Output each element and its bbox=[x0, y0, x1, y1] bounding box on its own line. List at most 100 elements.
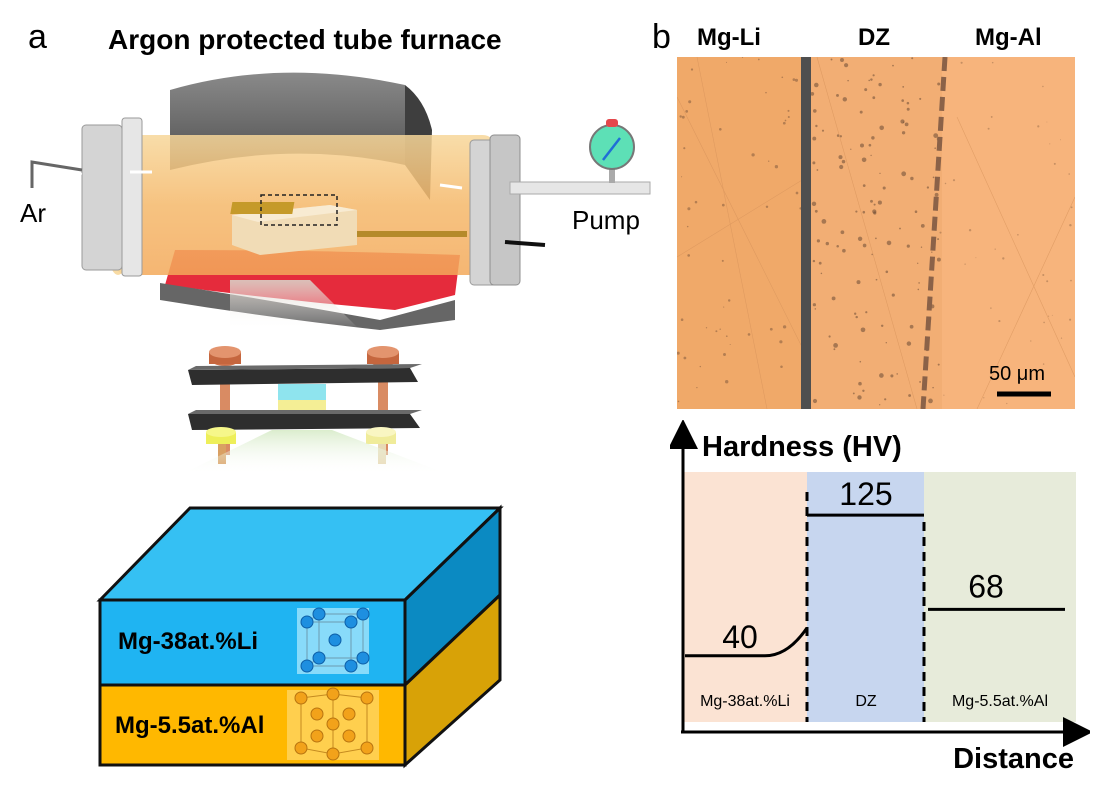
micro-particle bbox=[862, 184, 866, 187]
micro-particle bbox=[902, 86, 905, 88]
micro-particle bbox=[860, 327, 866, 333]
micro-particle bbox=[818, 261, 822, 265]
micro-particle bbox=[820, 272, 823, 275]
micro-particle bbox=[936, 257, 941, 262]
micro-particle bbox=[839, 164, 844, 170]
micro-particle bbox=[902, 121, 905, 123]
micro-particle bbox=[934, 192, 939, 197]
micro-particle bbox=[1046, 280, 1049, 283]
micro-particle bbox=[842, 97, 848, 102]
micro-particle bbox=[677, 400, 680, 403]
micro-particle bbox=[906, 107, 910, 111]
micro-particle bbox=[705, 327, 708, 329]
micro-particle bbox=[885, 342, 887, 344]
micro-particle bbox=[896, 373, 898, 375]
micro-particle bbox=[812, 161, 816, 165]
panel-b-letter: b bbox=[652, 18, 671, 56]
micro-particle bbox=[1046, 121, 1048, 123]
micro-particle bbox=[1069, 223, 1072, 227]
micro-particle bbox=[1042, 363, 1045, 365]
micro-particle bbox=[721, 203, 725, 207]
micro-particle bbox=[723, 353, 726, 356]
micro-particle bbox=[872, 96, 876, 100]
micro-particle bbox=[861, 157, 867, 163]
micro-label-mg-li: Mg-Li bbox=[697, 24, 761, 51]
micro-particle bbox=[919, 380, 922, 383]
micro-particle bbox=[1070, 206, 1073, 209]
micro-particle bbox=[873, 211, 877, 215]
micro-particle bbox=[683, 147, 686, 150]
micro-particle bbox=[943, 394, 945, 396]
micro-particle bbox=[932, 176, 935, 179]
micro-particle bbox=[836, 245, 839, 248]
micro-particle bbox=[727, 299, 731, 302]
micro-particle bbox=[906, 341, 912, 346]
micro-particle bbox=[1068, 173, 1070, 175]
micro-particle bbox=[830, 58, 833, 61]
micro-particle bbox=[920, 224, 925, 228]
micro-particle bbox=[1037, 125, 1040, 128]
micro-particle bbox=[787, 115, 790, 119]
micro-particle bbox=[975, 257, 977, 259]
micro-particle bbox=[960, 61, 963, 64]
micro-particle bbox=[694, 200, 698, 204]
micro-particle bbox=[885, 270, 889, 274]
micro-particle bbox=[813, 109, 817, 113]
micro-particle bbox=[878, 82, 882, 87]
micro-particle bbox=[886, 240, 892, 246]
micro-particle bbox=[816, 239, 820, 243]
micro-particle bbox=[1048, 315, 1050, 317]
micro-particle bbox=[899, 227, 901, 230]
micro-particle bbox=[875, 278, 878, 281]
micro-particle bbox=[792, 78, 796, 81]
micro-particle bbox=[677, 351, 680, 355]
micro-particle bbox=[768, 160, 770, 162]
micro-particle bbox=[917, 288, 920, 291]
micro-particle bbox=[937, 238, 940, 241]
micro-particle bbox=[821, 129, 825, 132]
micro-particle bbox=[847, 79, 849, 82]
micro-particle bbox=[1030, 340, 1032, 342]
region-label-dz: DZ bbox=[855, 693, 877, 710]
micro-particle bbox=[906, 101, 910, 105]
micro-particle bbox=[815, 124, 818, 128]
micro-particle bbox=[715, 330, 718, 333]
micro-particle bbox=[757, 58, 760, 61]
micro-particle bbox=[816, 169, 819, 171]
micro-particle bbox=[859, 143, 865, 148]
hardness-value-li: 40 bbox=[722, 619, 758, 655]
micro-particle bbox=[1042, 273, 1045, 277]
micro-particle bbox=[840, 58, 844, 62]
micro-particle bbox=[968, 229, 972, 232]
micro-particle bbox=[679, 115, 682, 118]
micro-particle bbox=[901, 131, 906, 135]
region-li-bg bbox=[683, 472, 807, 722]
micro-particle bbox=[871, 136, 875, 140]
micro-particle bbox=[857, 236, 863, 241]
micro-particle bbox=[855, 210, 858, 213]
micro-particle bbox=[901, 99, 904, 102]
bcc-crystal-icon bbox=[297, 607, 370, 674]
micro-particle bbox=[880, 324, 884, 328]
interface-line bbox=[801, 57, 811, 409]
micro-particle bbox=[892, 64, 894, 67]
micro-particle bbox=[825, 241, 829, 246]
micro-particle bbox=[904, 122, 909, 127]
micro-label-mg-al: Mg-Al bbox=[975, 24, 1042, 51]
argon-tube bbox=[115, 135, 495, 275]
micro-particle bbox=[841, 159, 846, 164]
micro-particle bbox=[1049, 143, 1051, 145]
micro-particle bbox=[811, 201, 817, 207]
micro-particle bbox=[909, 324, 914, 329]
micro-particle bbox=[862, 243, 867, 248]
li-layer-label: Mg-38at.%Li bbox=[118, 628, 259, 655]
micro-particle bbox=[1069, 318, 1072, 321]
hardness-value-dz: 125 bbox=[839, 476, 892, 512]
micro-particle bbox=[857, 395, 862, 400]
micro-particle bbox=[871, 253, 874, 256]
micro-particle bbox=[782, 325, 787, 329]
micro-particle bbox=[891, 293, 895, 297]
micro-particle bbox=[794, 78, 799, 82]
region-al-bg bbox=[924, 472, 1076, 722]
